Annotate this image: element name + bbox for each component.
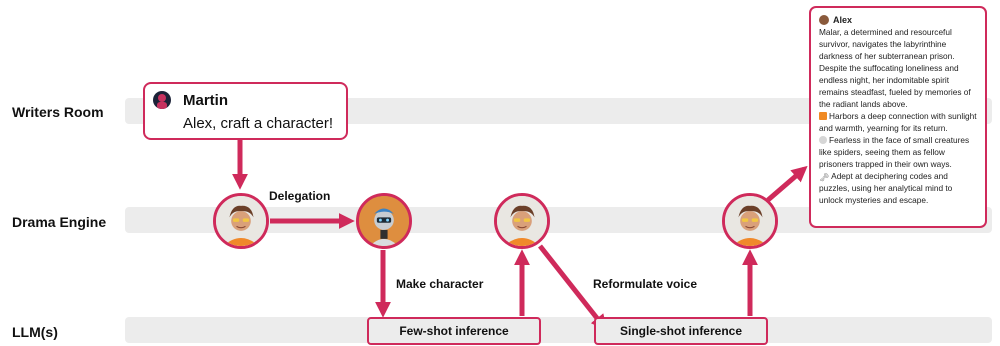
alex-avatar-after-fewshot xyxy=(494,193,550,249)
alex-character-card: Alex Malar, a determined and resourceful… xyxy=(809,6,987,228)
alex-trait-3: 🗝Adept at deciphering codes and puzzles,… xyxy=(819,170,977,206)
edge-label-reformulate-voice: Reformulate voice xyxy=(593,277,698,291)
alex-card-header: Alex xyxy=(819,14,977,26)
lane-label-drama-engine: Drama Engine xyxy=(12,214,107,230)
martin-name: Martin xyxy=(183,92,228,109)
arrow-to-alex-card xyxy=(766,165,808,202)
alex-avatar-delegation xyxy=(213,193,269,249)
edge-label-make-character: Make character xyxy=(396,277,484,291)
few-shot-inference-box: Few-shot inference xyxy=(367,317,541,345)
alex-mini-avatar xyxy=(819,15,829,25)
martin-avatar xyxy=(153,91,171,109)
martin-message: Alex, craft a character! xyxy=(183,115,334,132)
lane-label-writers-room: Writers Room xyxy=(12,104,104,120)
alex-trait-3-text: Adept at deciphering codes and puzzles, … xyxy=(819,171,953,205)
lane-llms xyxy=(125,317,992,343)
alex-trait-2-text: Fearless in the face of small creatures … xyxy=(819,135,970,169)
alex-card-description: Malar, a determined and resourceful surv… xyxy=(819,27,971,109)
alex-avatar-final xyxy=(722,193,778,249)
single-shot-inference-box: Single-shot inference xyxy=(594,317,768,345)
lane-label-llms: LLM(s) xyxy=(12,324,58,340)
alex-card-name: Alex xyxy=(833,15,853,25)
sun-icon xyxy=(819,112,827,120)
alex-trait-2: Fearless in the face of small creatures … xyxy=(819,134,977,170)
key-icon: 🗝 xyxy=(819,173,830,182)
robot-avatar xyxy=(356,193,412,249)
alex-trait-1-text: Harbors a deep connection with sunlight … xyxy=(819,111,977,133)
spider-icon xyxy=(819,136,827,144)
alex-trait-1: Harbors a deep connection with sunlight … xyxy=(819,110,977,134)
arrow-reformulate-voice xyxy=(538,244,607,331)
edge-label-delegation: Delegation xyxy=(269,189,331,203)
martin-message-box: Martin Alex, craft a character! xyxy=(143,82,348,140)
